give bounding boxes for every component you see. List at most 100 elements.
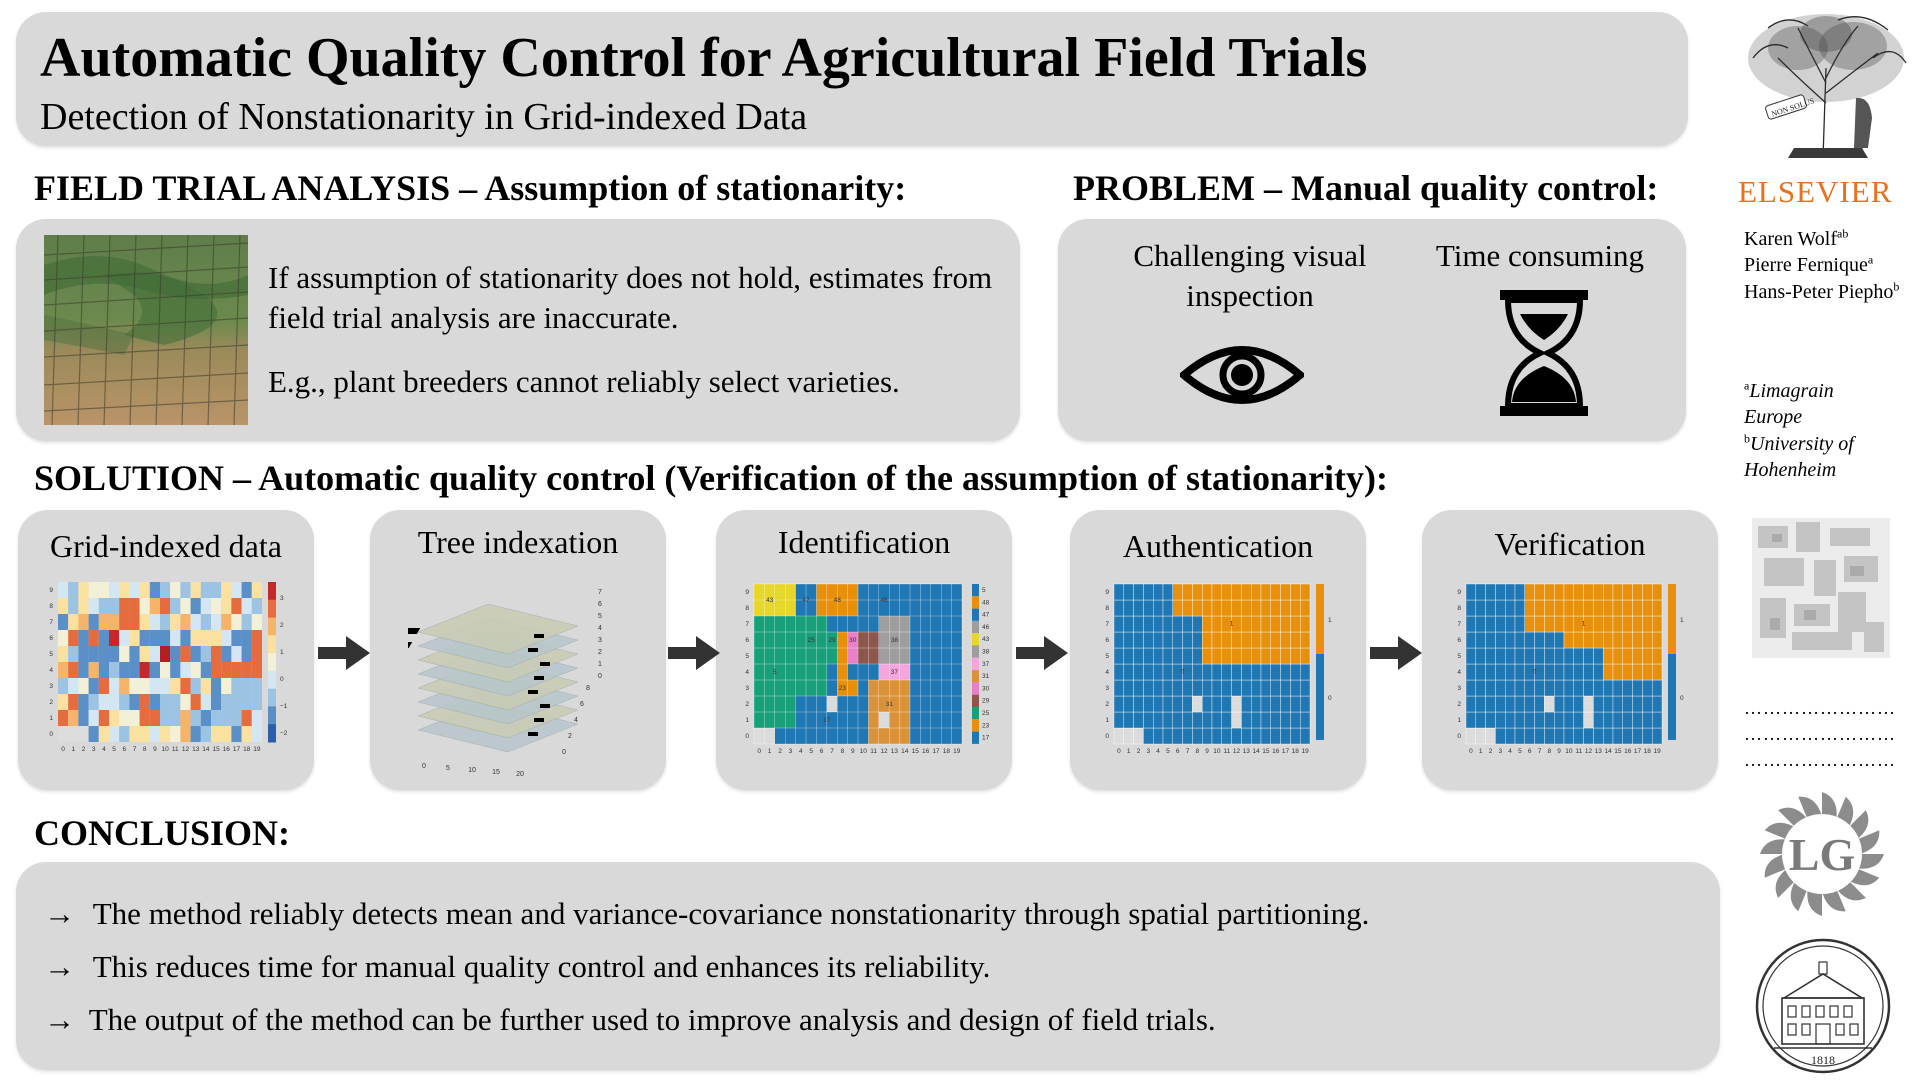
heatmap-cell (211, 598, 222, 614)
field-trial-text-1: If assumption of stationarity does not h… (268, 260, 993, 336)
heatmap-cell (78, 710, 89, 726)
grid-cell (1505, 711, 1516, 729)
grid-cell (1133, 727, 1144, 745)
y-tick-label: 6 (49, 635, 53, 642)
y-tick-label: 7 (1105, 621, 1109, 628)
x-tick-label: 7 (133, 746, 137, 753)
grid-cell (1123, 679, 1134, 697)
heatmap-cell (149, 598, 160, 614)
heatmap-cell (68, 614, 79, 630)
x-tick-label: 12 (880, 748, 888, 755)
x-tick-label: 19 (1653, 748, 1661, 755)
heatmap-cell (109, 662, 120, 678)
grid-cell (1299, 583, 1311, 601)
grid-cell (1593, 727, 1604, 745)
grid-cell (1133, 631, 1144, 649)
heatmap-cell (180, 582, 191, 598)
heatmap-cell (241, 598, 252, 614)
grid-cell (1172, 711, 1183, 729)
conclusion-panel (16, 862, 1720, 1070)
heatmap-cell (190, 678, 201, 694)
grid-cell (1201, 663, 1213, 681)
grid-cell (1563, 599, 1575, 617)
grid-cell (1123, 711, 1134, 729)
x-tick-label: 13 (1243, 748, 1251, 755)
grid-cell (1182, 615, 1193, 633)
legend-label: 17 (982, 735, 990, 742)
heatmap-cell (211, 694, 222, 710)
heatmap-cell (109, 710, 120, 726)
grid-cell (1632, 679, 1643, 697)
x-tick-label: 6 (1176, 748, 1180, 755)
affiliation-2: bUniversity of Hohenheim (1744, 431, 1854, 482)
grid-cell (1505, 663, 1516, 681)
heatmap-cell (170, 582, 181, 598)
lg-petal (1846, 868, 1880, 886)
legend-label: 48 (982, 599, 990, 606)
y-tick-label: 4 (1457, 669, 1461, 676)
heatmap-cell (98, 662, 109, 678)
grid-cell (1250, 615, 1262, 633)
heatmap-cell (190, 630, 201, 646)
grid-cell (1544, 583, 1555, 601)
grid-cell (1241, 647, 1252, 665)
heatmap-cell (78, 598, 89, 614)
heatmap-cell (98, 710, 109, 726)
grid-cell (1505, 583, 1516, 601)
grid-cell (1544, 727, 1555, 745)
grid-cell (1113, 631, 1125, 649)
grid-cell (1524, 711, 1535, 729)
grid-cell (1192, 631, 1203, 649)
grid-cell (1632, 695, 1643, 713)
grid-cell (1593, 679, 1604, 697)
tree-layer-cut (398, 628, 421, 634)
field-trial-heading: FIELD TRIAL ANALYSIS – Assumption of sta… (34, 168, 907, 208)
heatmap-cell (98, 646, 109, 662)
heatmap-cell (170, 726, 181, 742)
grid-cell (1133, 599, 1144, 617)
grid-cell (1270, 727, 1281, 745)
legend-swatch (972, 633, 979, 646)
legend-swatch (972, 719, 979, 732)
lg-text: LG (1789, 829, 1855, 880)
heatmap-cell (231, 726, 242, 742)
x-tick-label: 1 (1127, 748, 1131, 755)
grid-cell (1280, 615, 1291, 633)
heatmap-cell (129, 694, 140, 710)
x-tick-label: 20 (516, 771, 524, 778)
grid-cell (1651, 727, 1663, 745)
grid-cell (1642, 663, 1653, 681)
x-tick-label: 2 (82, 746, 86, 753)
field-trial-text-2: E.g., plant breeders cannot reliably sel… (268, 364, 900, 399)
region-label: 31 (886, 701, 894, 708)
grid-cell (1544, 679, 1555, 697)
y-tick-label: 8 (586, 685, 590, 692)
heatmap-cell (139, 614, 150, 630)
heatmap-cell (78, 694, 89, 710)
grid-cell (1182, 583, 1193, 601)
heatmap-cell (231, 662, 242, 678)
x-tick-label: 18 (943, 748, 951, 755)
grid-cell (1602, 647, 1614, 665)
grid-cell (1250, 663, 1262, 681)
grid-cell (1505, 599, 1516, 617)
region-label: 5 (773, 669, 777, 676)
tree-layer-cut (534, 634, 544, 638)
lg-petal (1798, 796, 1823, 820)
arrow-right-icon: → (44, 949, 75, 984)
grid-cell (1583, 663, 1594, 681)
grid-cell (1573, 695, 1584, 713)
grid-cell (1553, 583, 1565, 601)
y-tick-label: 5 (1457, 653, 1461, 660)
hohenheim-seal: 1818 (1754, 936, 1892, 1081)
heatmap-cell (139, 646, 150, 662)
y-tick-label: 8 (1105, 605, 1109, 612)
heatmap-cell (139, 726, 150, 742)
grid-cell (1465, 647, 1477, 665)
arrow-icon (318, 634, 370, 677)
grid-cell (1221, 599, 1232, 617)
y-tick-label: 8 (49, 603, 53, 610)
